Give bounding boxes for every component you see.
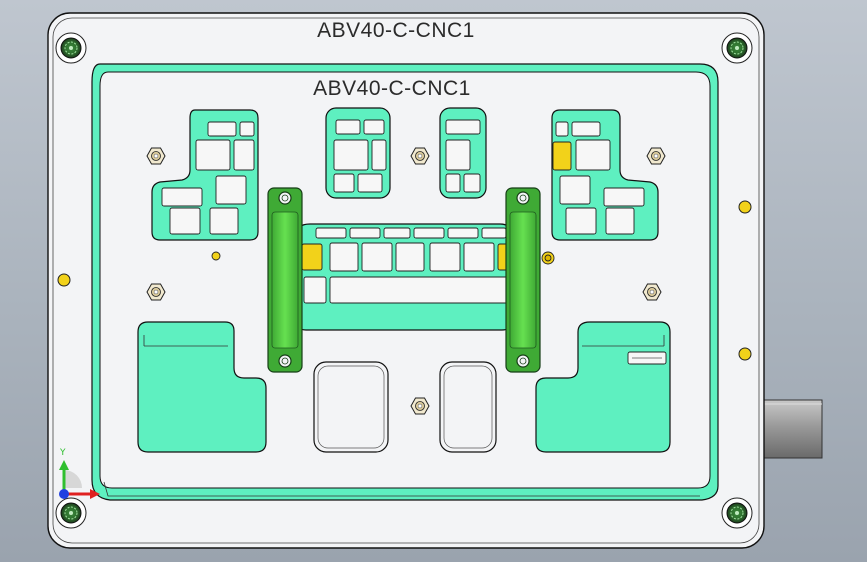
hex-nut-icon — [146, 147, 166, 165]
pocket-upper-right[interactable] — [551, 109, 659, 241]
side-cylinder — [763, 399, 823, 459]
lower-cutouts — [313, 361, 497, 453]
insert-label: ABV40-C-CNC1 — [313, 77, 471, 100]
corner-bolts — [55, 32, 753, 529]
pocket-lower-left[interactable] — [137, 321, 267, 453]
corner-bolt-icon — [55, 32, 87, 64]
z-axis-icon — [59, 489, 69, 499]
clamp-right[interactable] — [505, 187, 541, 373]
hex-nut-icon — [642, 283, 662, 301]
side-pins — [57, 200, 752, 361]
clamp-left[interactable] — [267, 187, 303, 373]
clamp-screw-icon — [516, 354, 530, 368]
hex-nut-icon — [410, 397, 430, 415]
clamp-screw-icon — [516, 191, 530, 205]
pocket-center-left[interactable] — [325, 107, 391, 199]
pocket-lower-right[interactable] — [535, 321, 671, 453]
hex-nut-icon — [146, 283, 166, 301]
clamp-screw-icon — [278, 354, 292, 368]
pocket-middle-bar[interactable] — [295, 223, 513, 331]
triad-y-label: Y — [59, 448, 66, 458]
plate-label: ABV40-C-CNC1 — [317, 19, 475, 42]
corner-bolt-icon — [721, 497, 753, 529]
pocket-center-right[interactable] — [439, 107, 487, 199]
hex-nuts — [146, 147, 666, 415]
hex-nut-icon — [410, 147, 430, 165]
clamp-screw-icon — [278, 191, 292, 205]
locating-pad — [301, 243, 323, 271]
hex-nut-icon — [646, 147, 666, 165]
locating-pad — [552, 141, 572, 171]
corner-bolt-icon — [721, 32, 753, 64]
coordinate-triad: Y — [59, 448, 100, 499]
corner-bolt-icon — [55, 497, 87, 529]
dowel-pins — [211, 251, 555, 265]
pocket-upper-left[interactable] — [151, 109, 259, 241]
